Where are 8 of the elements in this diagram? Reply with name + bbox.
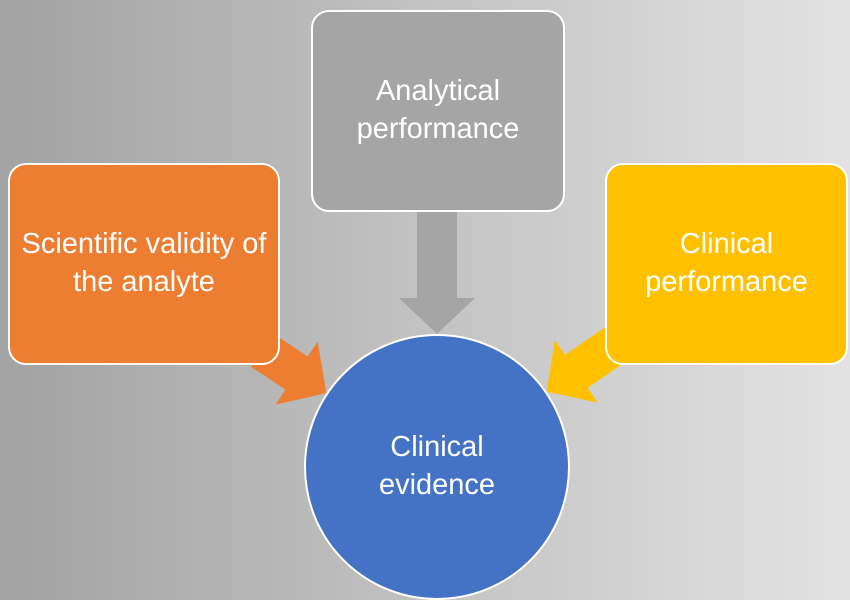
node-label: Analytical performance <box>356 74 520 147</box>
rounded-box <box>8 163 280 365</box>
node-label: Scientific validity of the analyte <box>20 227 268 300</box>
rounded-box <box>311 10 565 212</box>
node-label: Clinical evidence <box>378 430 496 503</box>
node-label: Clinical performance <box>644 227 809 300</box>
rounded-box <box>605 163 848 365</box>
block-arrow <box>399 212 475 334</box>
